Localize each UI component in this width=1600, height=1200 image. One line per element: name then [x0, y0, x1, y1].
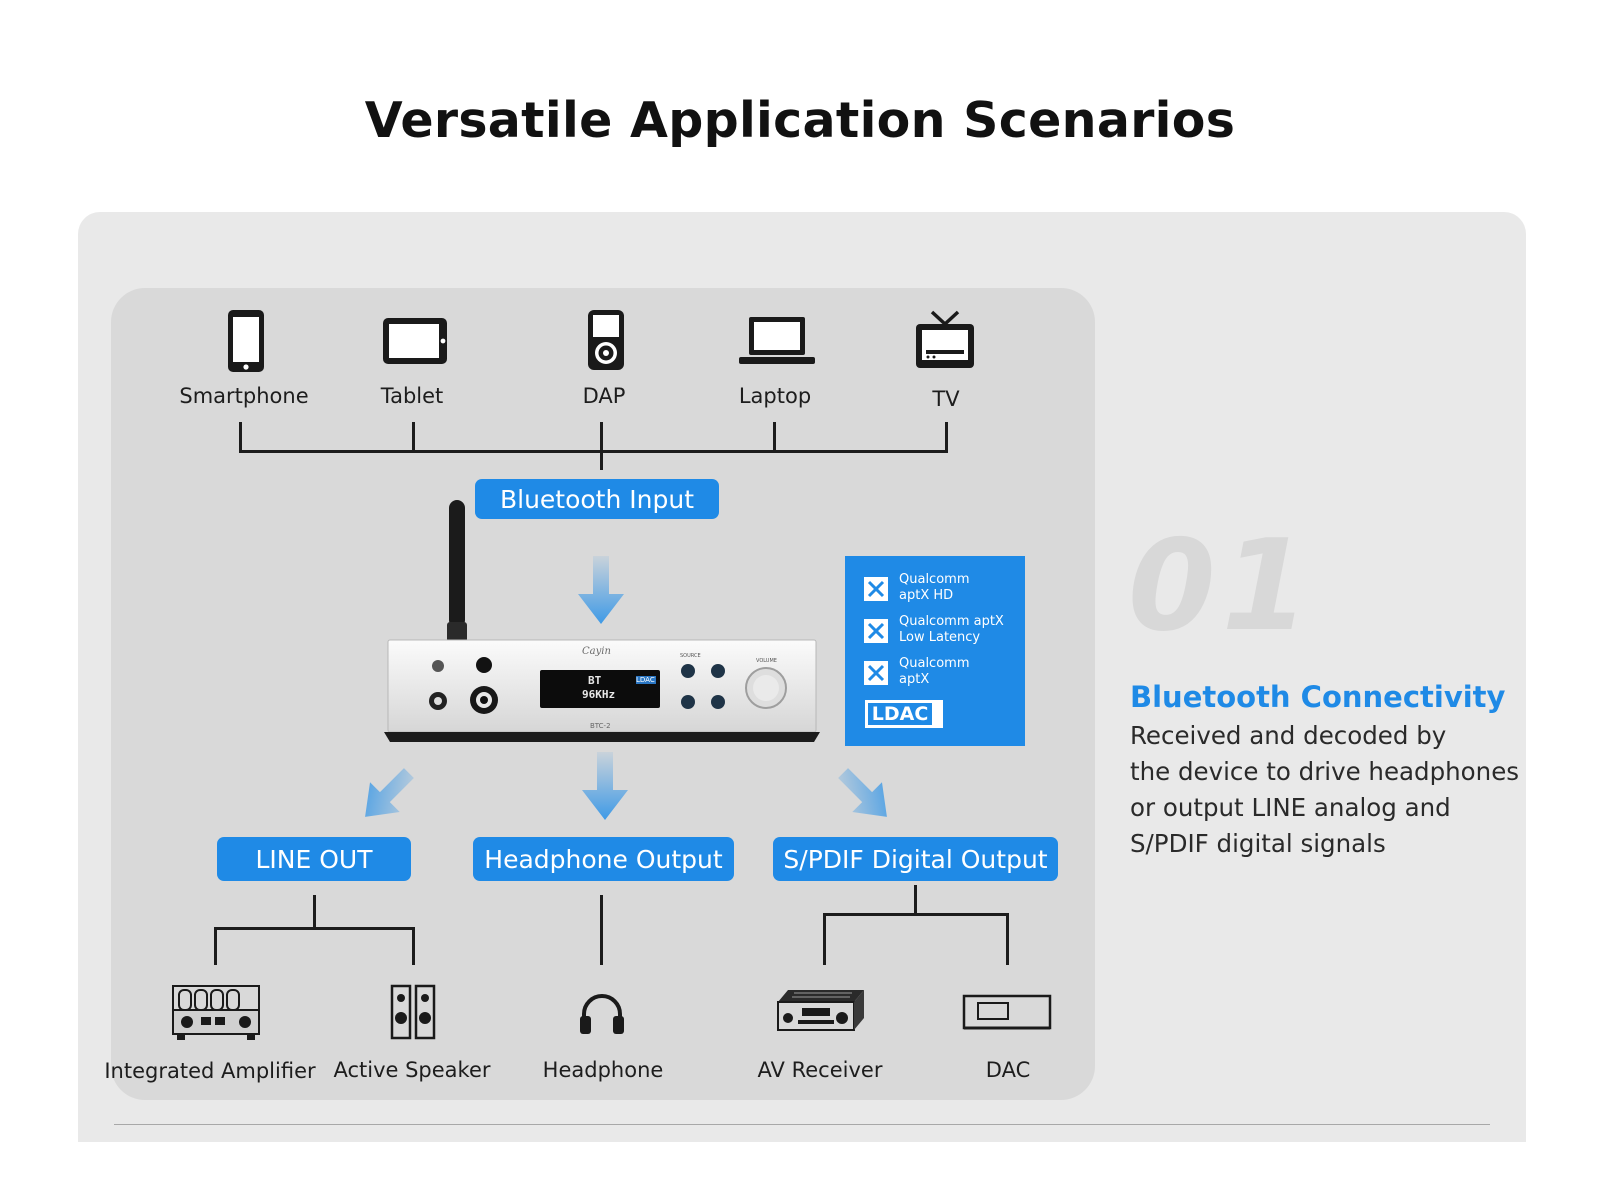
- spdif-output-connector: [1006, 913, 1009, 965]
- input-label-smartphone: Smartphone: [179, 384, 309, 408]
- device-display-line1: BT: [588, 674, 602, 687]
- device-volume-label: VOLUME: [756, 658, 777, 664]
- arrow-down-icon: [582, 752, 628, 820]
- destination-label-dac: DAC: [985, 1058, 1031, 1082]
- headphone-output-connector: [600, 895, 603, 965]
- section-heading: Bluetooth Connectivity: [1130, 680, 1506, 714]
- smartphone-icon: [228, 310, 264, 372]
- description-line: Received and decoded by: [1130, 721, 1447, 750]
- av-receiver-icon: [777, 990, 864, 1031]
- integrated-amplifier-icon: [172, 985, 260, 1040]
- input-label-laptop: Laptop: [738, 384, 812, 408]
- ldac-logo: LDAC: [865, 700, 943, 728]
- destination-label-av-receiver: AV Receiver: [757, 1058, 883, 1082]
- input-connector-bus: [239, 450, 948, 453]
- btc2-device: [384, 639, 820, 742]
- headphone-output-label: Headphone Output: [473, 837, 734, 881]
- destination-label-integrated-amplifier: Integrated Amplifier: [104, 1059, 316, 1083]
- description-line: the device to drive headphones: [1130, 757, 1520, 786]
- arrow-down-right-icon: [838, 768, 887, 817]
- page-title: Versatile Application Scenarios: [364, 92, 1236, 149]
- destination-label-headphone: Headphone: [542, 1058, 664, 1082]
- spdif-output-label: S/PDIF Digital Output: [773, 837, 1058, 881]
- input-connector-tablet: [412, 422, 415, 452]
- bottom-divider: [114, 1124, 1490, 1125]
- section-description: Received and decoded by the device to dr…: [1130, 718, 1550, 862]
- bluetooth-input-label: Bluetooth Input: [475, 479, 719, 519]
- dap-icon: [588, 310, 624, 370]
- arrow-down-left-icon: [365, 768, 414, 817]
- input-connector-tv: [945, 422, 948, 452]
- input-label-tablet: Tablet: [380, 384, 444, 408]
- input-connector-laptop: [773, 422, 776, 452]
- device-model-label: BTC-2: [590, 722, 611, 730]
- device-brand-logo: Cayin: [582, 646, 611, 657]
- arrow-down-icon: [578, 556, 624, 624]
- dac-icon: [962, 994, 1052, 1030]
- device-display-badge: LDAC: [636, 676, 655, 684]
- input-connector-smartphone: [239, 422, 242, 452]
- section-number: 01: [1128, 512, 1316, 659]
- spdif-output-connector: [823, 913, 826, 965]
- aptx-icon: [864, 577, 888, 601]
- line-out-connector: [214, 927, 415, 930]
- destination-label-active-speaker: Active Speaker: [333, 1058, 491, 1082]
- bluetooth-antenna: [447, 500, 467, 642]
- description-line: or output LINE analog and: [1130, 793, 1451, 822]
- input-label-tv: TV: [932, 387, 960, 411]
- tv-icon: [916, 310, 974, 368]
- device-display-line2: 96KHz: [582, 688, 616, 701]
- line-out-connector: [214, 927, 217, 965]
- laptop-icon: [739, 317, 815, 364]
- headphone-icon: [580, 994, 624, 1034]
- device-source-label: SOURCE: [680, 653, 701, 659]
- line-out-connector: [412, 927, 415, 965]
- active-speaker-icon: [390, 984, 436, 1040]
- description-line: S/PDIF digital signals: [1130, 829, 1386, 858]
- spdif-output-connector: [823, 913, 1008, 916]
- aptx-icon: [864, 619, 888, 643]
- input-connector-dap: [600, 422, 603, 470]
- input-label-dap: DAP: [582, 384, 626, 408]
- spdif-output-connector: [914, 885, 917, 915]
- tablet-icon: [383, 318, 447, 364]
- aptx-icon: [864, 661, 888, 685]
- line-out-label: LINE OUT: [217, 837, 411, 881]
- line-out-connector: [313, 895, 316, 929]
